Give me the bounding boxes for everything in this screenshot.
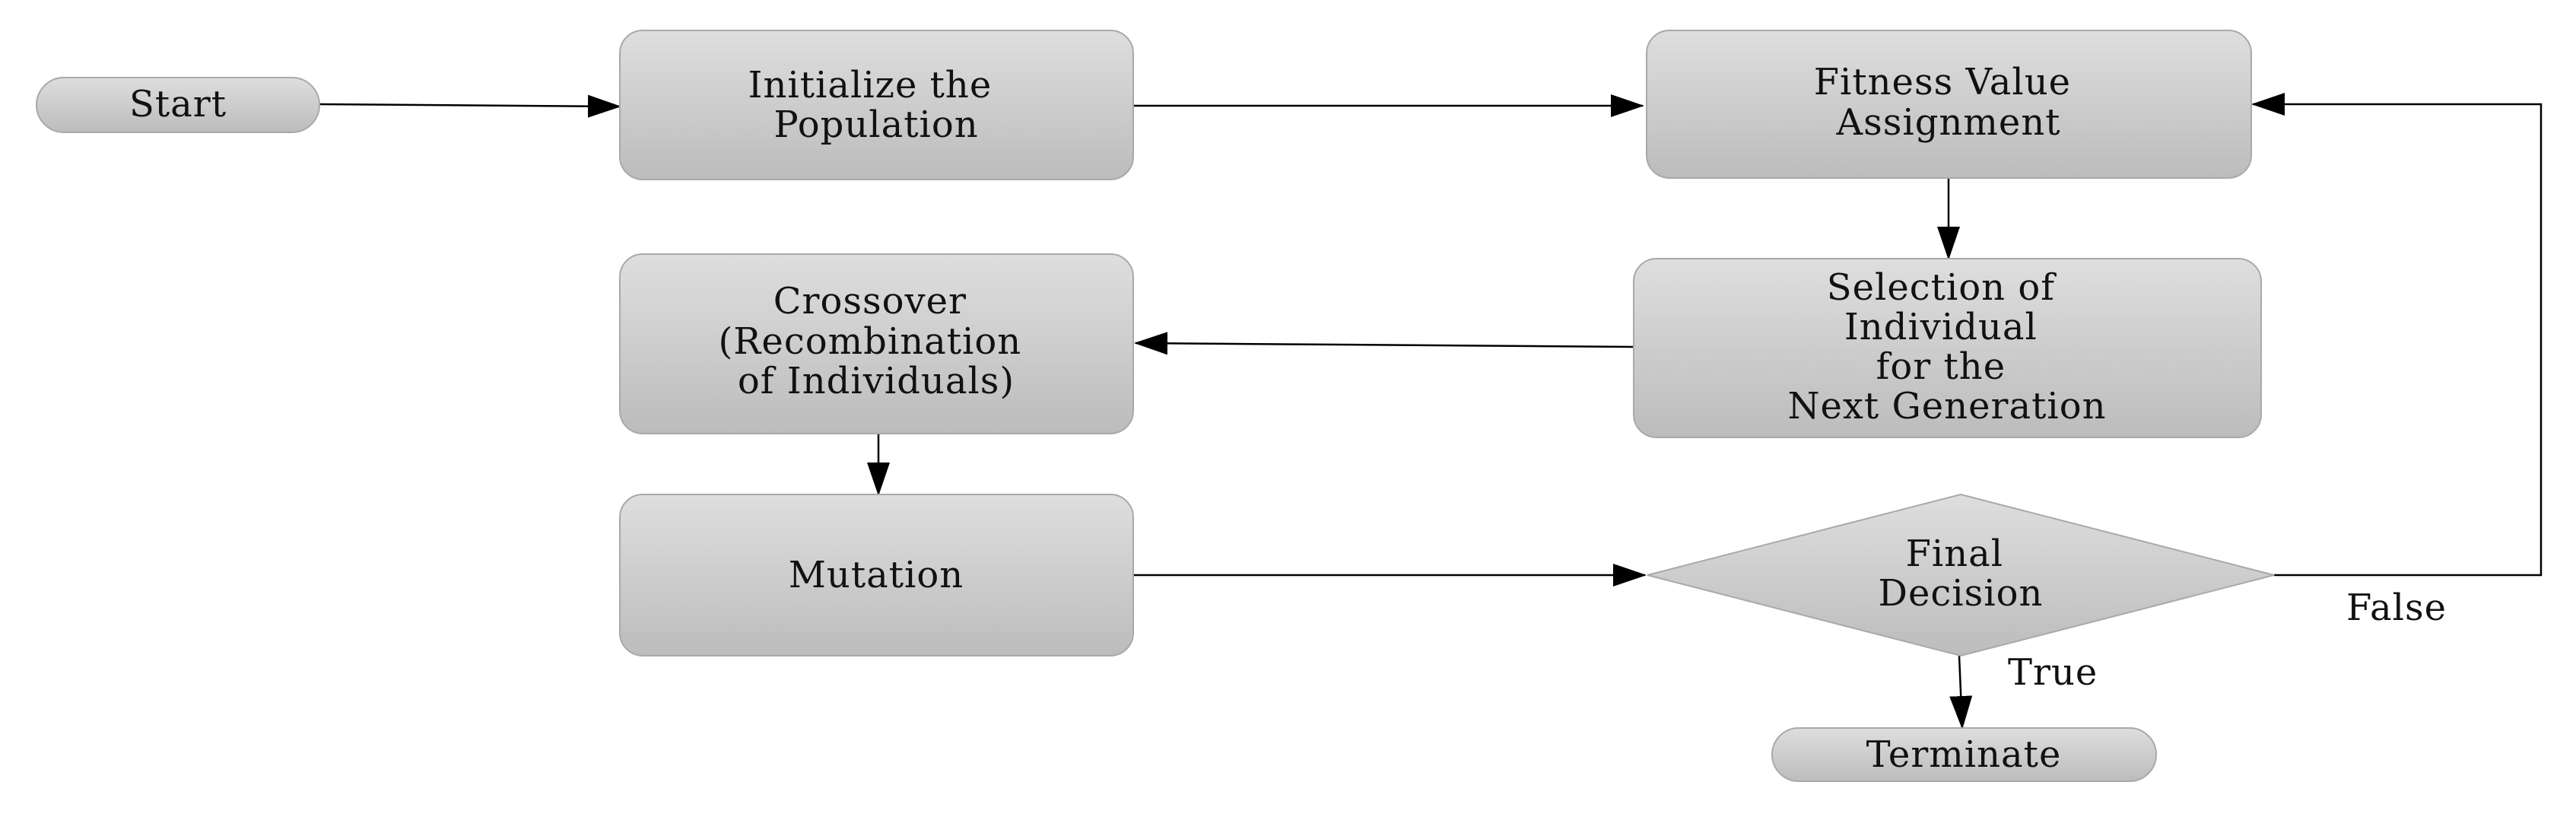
node-fitness-value-assignment: Fitness Value Assignment (1646, 30, 2252, 179)
svg-text:Final Decision: Final Decision (1879, 532, 2044, 615)
node-initialize-line-1: Initialize the (748, 64, 992, 106)
node-mutation-label: Mutation (789, 554, 964, 596)
edge-selection-to-crossover (1134, 332, 1634, 355)
edge-decision-false-loop (2251, 93, 2543, 577)
svg-text:Fitness Value Assignment: Fitness Value Assignment (1814, 61, 2084, 144)
svg-text:Crossover (Recombination: Crossover (Recombination of Individuals) (719, 280, 1034, 402)
node-crossover-line-3: of Individuals) (738, 360, 1015, 402)
node-terminate: Terminate (1771, 727, 2157, 782)
node-crossover-line-1: Crossover (773, 280, 967, 323)
svg-text:Terminate: Terminate (1866, 733, 2062, 776)
node-start-label: Start (129, 83, 227, 126)
node-mutation: Mutation (619, 494, 1134, 656)
node-decision-line-2: Decision (1879, 572, 2044, 615)
node-selection-line-3: for the (1876, 345, 2006, 388)
node-selection-line-4: Next Generation (1787, 385, 2106, 428)
node-fitness-line-2: Assignment (1835, 101, 2060, 144)
node-crossover-line-2: (Recombination (719, 320, 1022, 363)
edge-start-to-initialize (319, 94, 621, 118)
node-initialize-population: Initialize the Population (619, 30, 1134, 180)
svg-text:Mutation: Mutation (789, 554, 964, 596)
edge-decision-true-to-terminate (1949, 655, 1973, 730)
svg-text:Start: Start (129, 83, 227, 126)
node-terminate-label: Terminate (1866, 733, 2062, 776)
svg-text:Selection of Individual: Selection of Individual for the Next Gen… (1787, 266, 2106, 428)
node-initialize-line-2: Population (773, 103, 978, 146)
node-selection-line-2: Individual (1844, 306, 2038, 348)
node-selection: Selection of Individual for the Next Gen… (1633, 258, 2262, 438)
edge-label-true: True (2008, 651, 2098, 694)
edge-label-false: False (2346, 587, 2447, 629)
node-start: Start (36, 77, 320, 133)
node-crossover: Crossover (Recombination of Individuals) (619, 253, 1134, 434)
node-selection-line-1: Selection of (1827, 266, 2057, 309)
node-final-decision: Final Decision (1647, 493, 2275, 657)
edges (319, 93, 2543, 730)
node-decision-line-1: Final (1906, 532, 2004, 575)
node-fitness-line-1: Fitness Value (1814, 61, 2071, 103)
svg-text:Initialize the Populatio: Initialize the Population (748, 64, 1004, 146)
